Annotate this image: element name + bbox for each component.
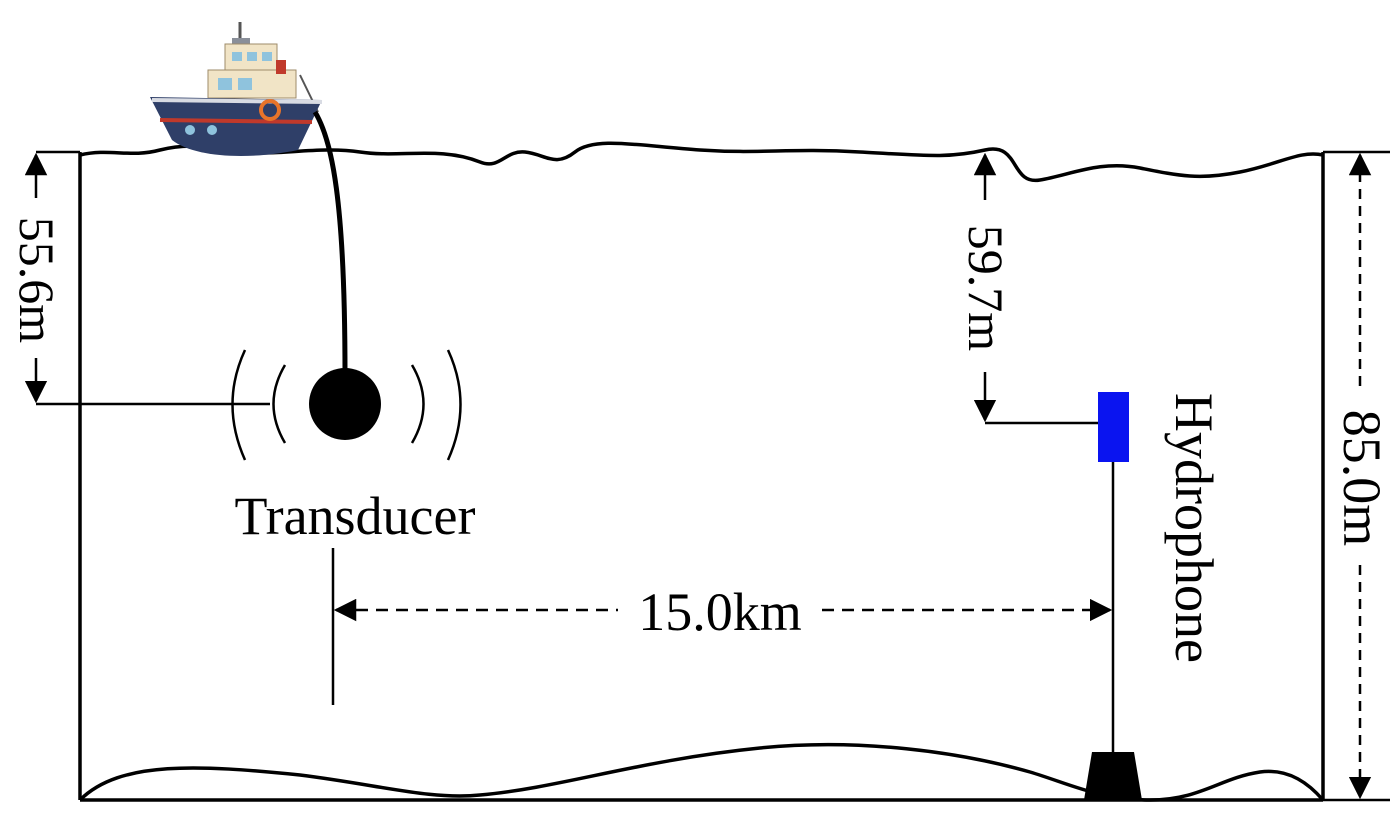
transducer-cable — [312, 110, 348, 376]
hydrophone-depth-dimension — [973, 152, 1098, 425]
water-column — [78, 141, 1325, 802]
range-label: 15.0km — [638, 582, 802, 642]
transducer-depth-label: 55.6m — [9, 217, 65, 344]
hydrophone-label: Hydrophone — [1164, 393, 1224, 663]
transducer-depth-dimension — [24, 150, 270, 406]
hydrophone-icon — [1098, 392, 1129, 462]
ship-icon — [150, 22, 323, 156]
transducer-label: Transducer — [235, 486, 476, 546]
transducer-icon — [309, 368, 381, 440]
anchor-icon — [1084, 752, 1142, 800]
water-depth-label: 85.0m — [1332, 410, 1392, 547]
water-depth-dimension — [1323, 150, 1390, 802]
hydrophone-depth-label: 59.7m — [958, 225, 1014, 352]
seabed — [78, 742, 1325, 802]
